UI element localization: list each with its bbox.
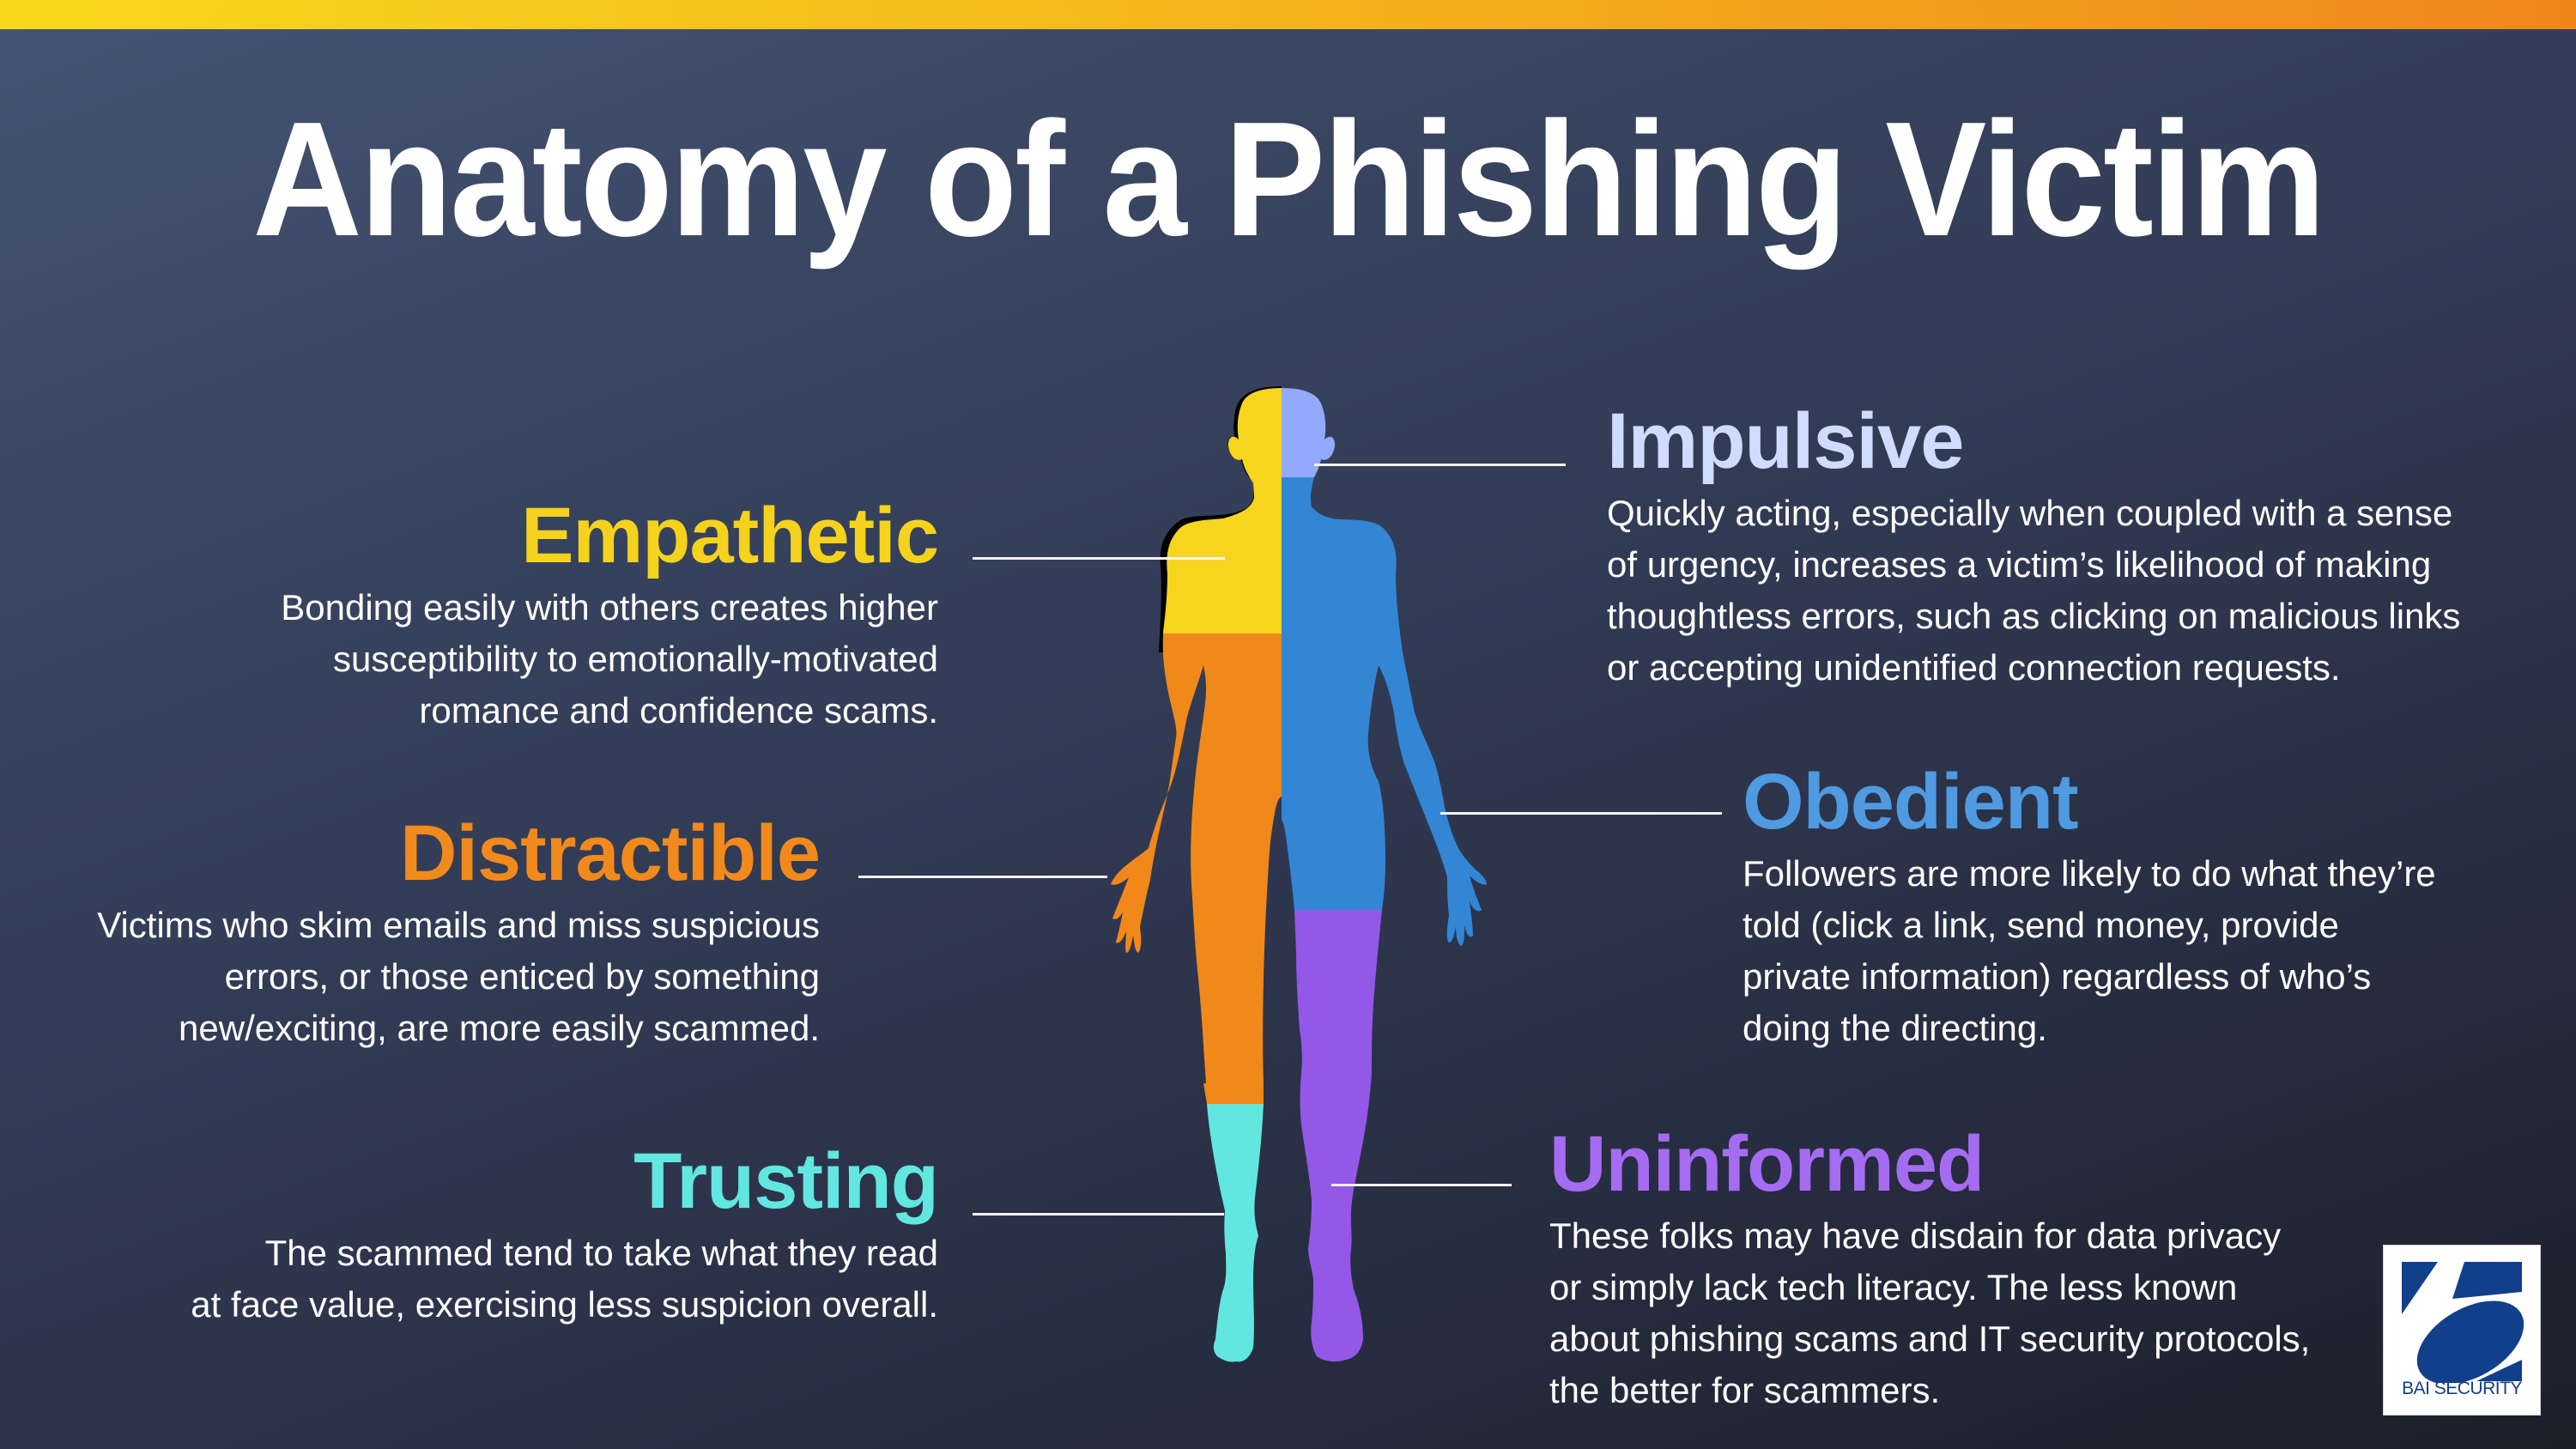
trait-heading: Obedient [1743,758,2079,846]
torso-left-orange [1111,634,1282,1083]
trait-uninformed: Uninformed These folks may have disdain … [1549,1125,2310,1416]
trait-heading: Trusting [633,1137,939,1225]
description-line: Bonding easily with others creates highe… [281,587,938,627]
description-line: told (click a link, send money, provide [1743,905,2339,945]
leader-line-distractible [858,876,1107,878]
shin-left-cyan [1207,1103,1264,1362]
trait-impulsive: Impulsive Quickly acting, especially whe… [1607,402,2460,694]
figure-left-half [1111,388,1282,1362]
description-line: Victims who skim emails and miss suspici… [97,905,820,945]
description-line: errors, or those enticed by something [224,956,820,997]
head-right-lavender [1282,388,1336,477]
leader-line-impulsive [1314,464,1566,466]
leg-right-purple [1294,910,1382,1362]
description-line: new/exciting, are more easily scammed. [179,1008,820,1048]
trait-description: The scammed tend to take what they read … [191,1228,938,1331]
description-line: Quickly acting, especially when coupled … [1607,493,2453,533]
leader-line-uninformed [1331,1184,1512,1186]
trait-heading: Empathetic [521,492,939,579]
top-accent-bar [0,0,2576,29]
trait-description: These folks may have disdain for data pr… [1549,1210,2310,1416]
bai-logo-mark-icon [2402,1262,2524,1383]
leader-line-trusting [973,1213,1224,1216]
trait-distractible: Distractible Victims who skim emails and… [97,809,821,1054]
description-line: These folks may have disdain for data pr… [1549,1216,2282,1256]
figure-right-half [1282,388,1487,1362]
trait-empathetic: Empathetic Bonding easily with others cr… [281,492,939,737]
description-line: the better for scammers. [1549,1370,1941,1410]
bai-security-logo: BAI SECURITY [2383,1245,2541,1416]
description-line: The scammed tend to take what they read [264,1233,938,1273]
trait-description: Victims who skim emails and miss suspici… [97,900,820,1054]
trait-description: Bonding easily with others creates highe… [281,582,938,737]
logo-text: BAI SECURITY [2402,1379,2522,1398]
description-line: of urgency, increases a victim’s likelih… [1607,544,2432,585]
description-line: susceptibility to emotionally-motivated [333,639,938,679]
description-line: thoughtless errors, such as clicking on … [1607,596,2461,636]
trait-heading: Distractible [399,809,821,897]
leader-line-empathetic [973,557,1225,560]
description-line: Followers are more likely to do what the… [1743,853,2436,894]
trait-description: Followers are more likely to do what the… [1743,848,2436,1054]
description-line: or simply lack tech literacy. The less k… [1549,1267,2238,1307]
trait-trusting: Trusting The scammed tend to take what t… [191,1137,939,1331]
thigh-left-orange [1203,1083,1264,1104]
trait-description: Quickly acting, especially when coupled … [1607,488,2460,694]
description-line: or accepting unidentified connection req… [1607,647,2341,688]
description-line: private information) regardless of who’s [1743,956,2372,997]
description-line: about phishing scams and IT security pro… [1549,1319,2311,1359]
description-line: doing the directing. [1743,1008,2047,1048]
description-line: romance and confidence scams. [419,690,938,731]
human-figure-illustration [1111,386,1487,1362]
leader-line-obedient [1440,812,1722,815]
trait-heading: Impulsive [1607,397,1964,485]
head-left-yellow [1163,388,1282,634]
page-title: Anatomy of a Phishing Victim [252,88,2325,270]
description-line: at face value, exercising less suspicion… [191,1284,938,1325]
torso-right-blue [1282,477,1487,946]
trait-heading: Uninformed [1549,1120,1985,1208]
trait-obedient: Obedient Followers are more likely to do… [1743,762,2436,1054]
